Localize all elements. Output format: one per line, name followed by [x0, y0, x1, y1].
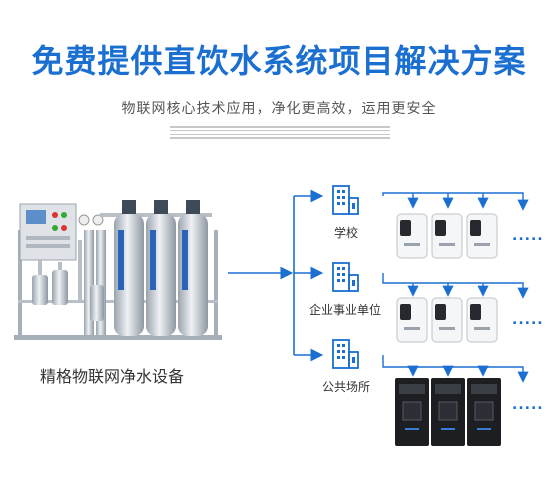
distribution-row-enterprise — [382, 273, 529, 343]
water-dispenser-icon — [396, 213, 428, 259]
distribution-row-public — [382, 355, 529, 446]
page-title: 免费提供直饮水系统项目解决方案 — [31, 42, 527, 80]
more-indicator-school: ..... — [512, 228, 544, 244]
branch-label-public: 公共场所 — [322, 380, 371, 394]
more-indicator-enterprise: ..... — [512, 312, 544, 328]
branch-label-school: 学校 — [334, 226, 359, 240]
water-dispenser-icon — [431, 378, 465, 446]
water-dispenser-icon — [395, 378, 429, 446]
building-icon — [332, 262, 359, 292]
distribution-row-school — [382, 192, 529, 259]
equipment-label: 精格物联网净水设备 — [40, 367, 185, 386]
building-icon — [332, 185, 359, 215]
water-dispenser-icon — [431, 297, 463, 343]
water-dispenser-icon — [467, 378, 501, 446]
page-subtitle: 物联网核心技术应用，净化更高效，运用更安全 — [121, 101, 437, 117]
building-icon — [332, 339, 359, 369]
water-dispenser-icon — [466, 213, 498, 259]
purification-equipment-illustration — [14, 200, 222, 340]
branch-label-enterprise: 企业事业单位 — [309, 303, 382, 317]
water-dispenser-icon — [396, 297, 428, 343]
water-dispenser-icon — [431, 213, 463, 259]
fine-print-decoration — [170, 124, 390, 144]
water-dispenser-icon — [466, 297, 498, 343]
more-indicator-public: ..... — [512, 397, 544, 413]
